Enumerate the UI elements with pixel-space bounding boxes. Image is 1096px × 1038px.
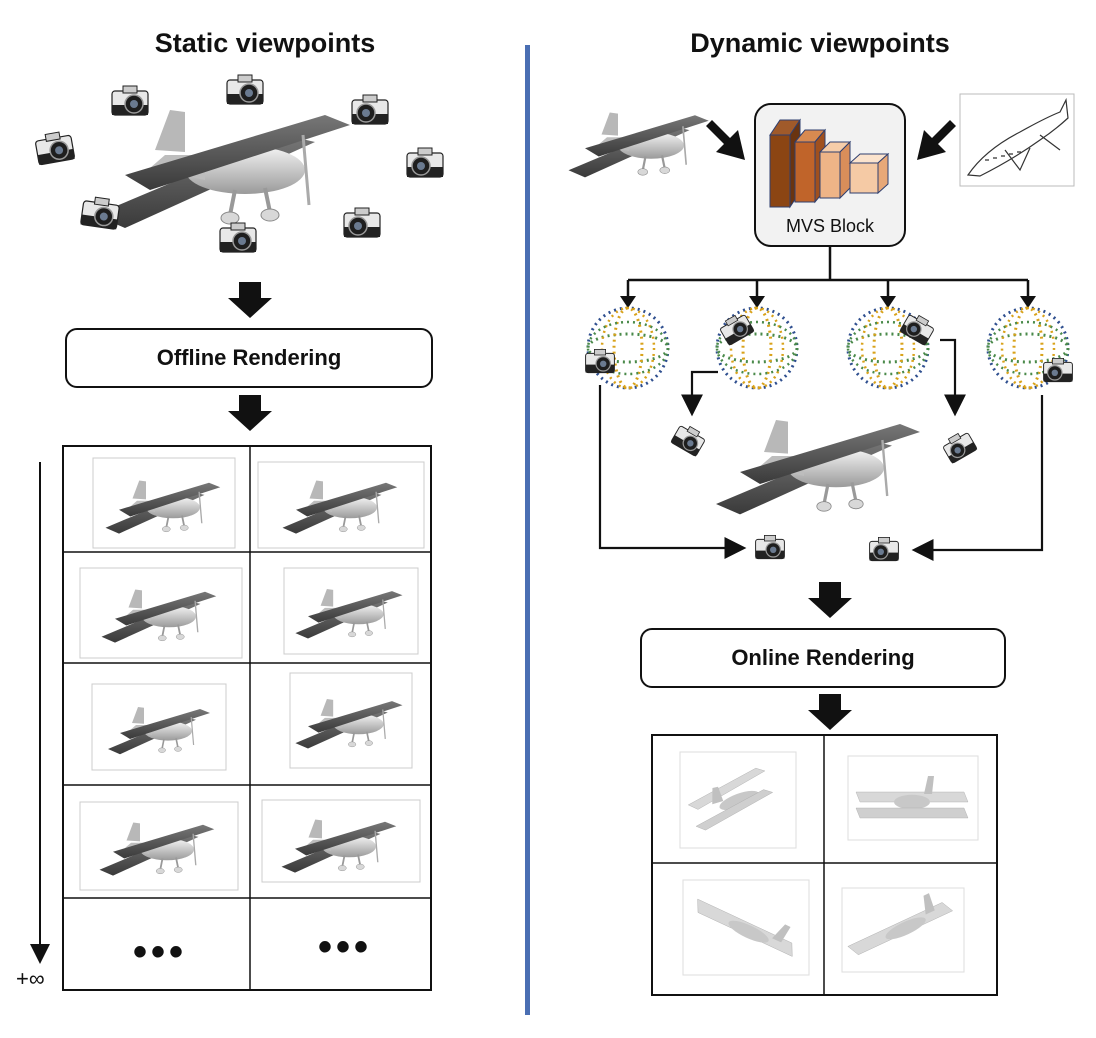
camera-icon [940,428,978,465]
camera-icon [717,310,755,347]
online-rendering-label: Online Rendering [731,645,915,670]
online-view-thumb [682,879,810,976]
arrow-down-icon [228,395,272,431]
online-view-thumb [847,755,979,841]
arrow-right-icon [706,120,745,160]
static-biplane [93,108,352,230]
ellipsis-cell-left: ••• [132,930,187,974]
mvs-output-connector [626,246,1030,300]
arrow-down-icon [808,694,852,730]
camera-icon [1042,357,1074,383]
infinity-label: +∞ [16,966,45,991]
camera-routing-lines [598,338,1044,561]
camera-icon [754,534,786,560]
camera-icon [343,207,381,238]
camera-icon [899,310,937,347]
rendered-view-thumb [92,457,236,549]
camera-icon [670,421,708,458]
online-view-thumb [679,751,797,849]
camera-icon [226,74,264,105]
offline-rendering-label: Offline Rendering [156,345,342,370]
camera-icon [219,222,257,253]
online-rendering-box: Online Rendering [640,628,1006,688]
rendered-view-thumb [257,461,425,549]
rendered-view-thumb [91,683,227,771]
static-viewpoints-title: Static viewpoints [154,28,376,58]
render-grid-left [62,445,432,991]
rendered-view-thumb [261,799,421,883]
center-divider [525,45,530,1015]
camera-icon [79,194,121,231]
rendered-view-thumb [79,801,239,891]
rendered-view-thumb [283,567,419,655]
offline-rendering-box: Offline Rendering [65,328,433,388]
rendered-view-thumb [289,672,413,769]
online-view-thumb [841,887,965,973]
arrow-left-icon [917,120,956,160]
ellipsis-cell-right: ••• [317,925,372,969]
target-biplane [714,418,922,517]
camera-icon [111,85,149,116]
mvs-cubes-icon [769,118,890,209]
input-biplane [567,111,710,179]
camera-icon [351,94,389,125]
mvs-block-label: MVS Block [785,216,875,236]
arrow-down-icon [228,282,272,318]
rendered-view-thumb [79,567,243,659]
camera-icon [33,129,76,166]
input-sketch [959,93,1075,187]
camera-icon [868,536,900,562]
viewpoint-sphere [586,306,670,390]
dynamic-viewpoints-title: Dynamic viewpoints [690,28,950,58]
camera-icon [406,147,444,178]
arrow-down-icon [808,582,852,618]
